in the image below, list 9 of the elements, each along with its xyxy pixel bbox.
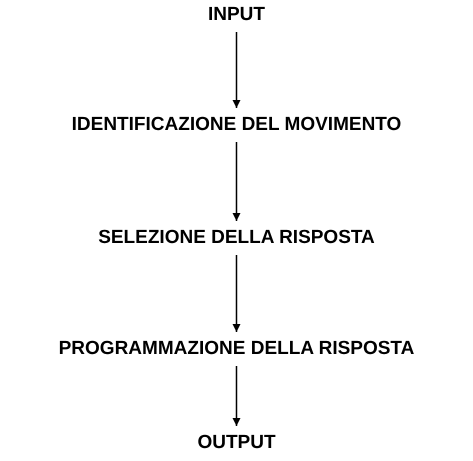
step-label: SELEZIONE DELLA RISPOSTA [98,227,375,249]
arrow [232,255,240,332]
arrow [232,142,240,221]
arrow [232,32,240,108]
step-label: IDENTIFICAZIONE DEL MOVIMENTO [72,114,402,136]
step-label: OUTPUT [197,432,276,454]
step-label: INPUT [208,4,265,26]
step-label: PROGRAMMAZIONE DELLA RISPOSTA [58,338,414,360]
arrow [232,366,240,426]
